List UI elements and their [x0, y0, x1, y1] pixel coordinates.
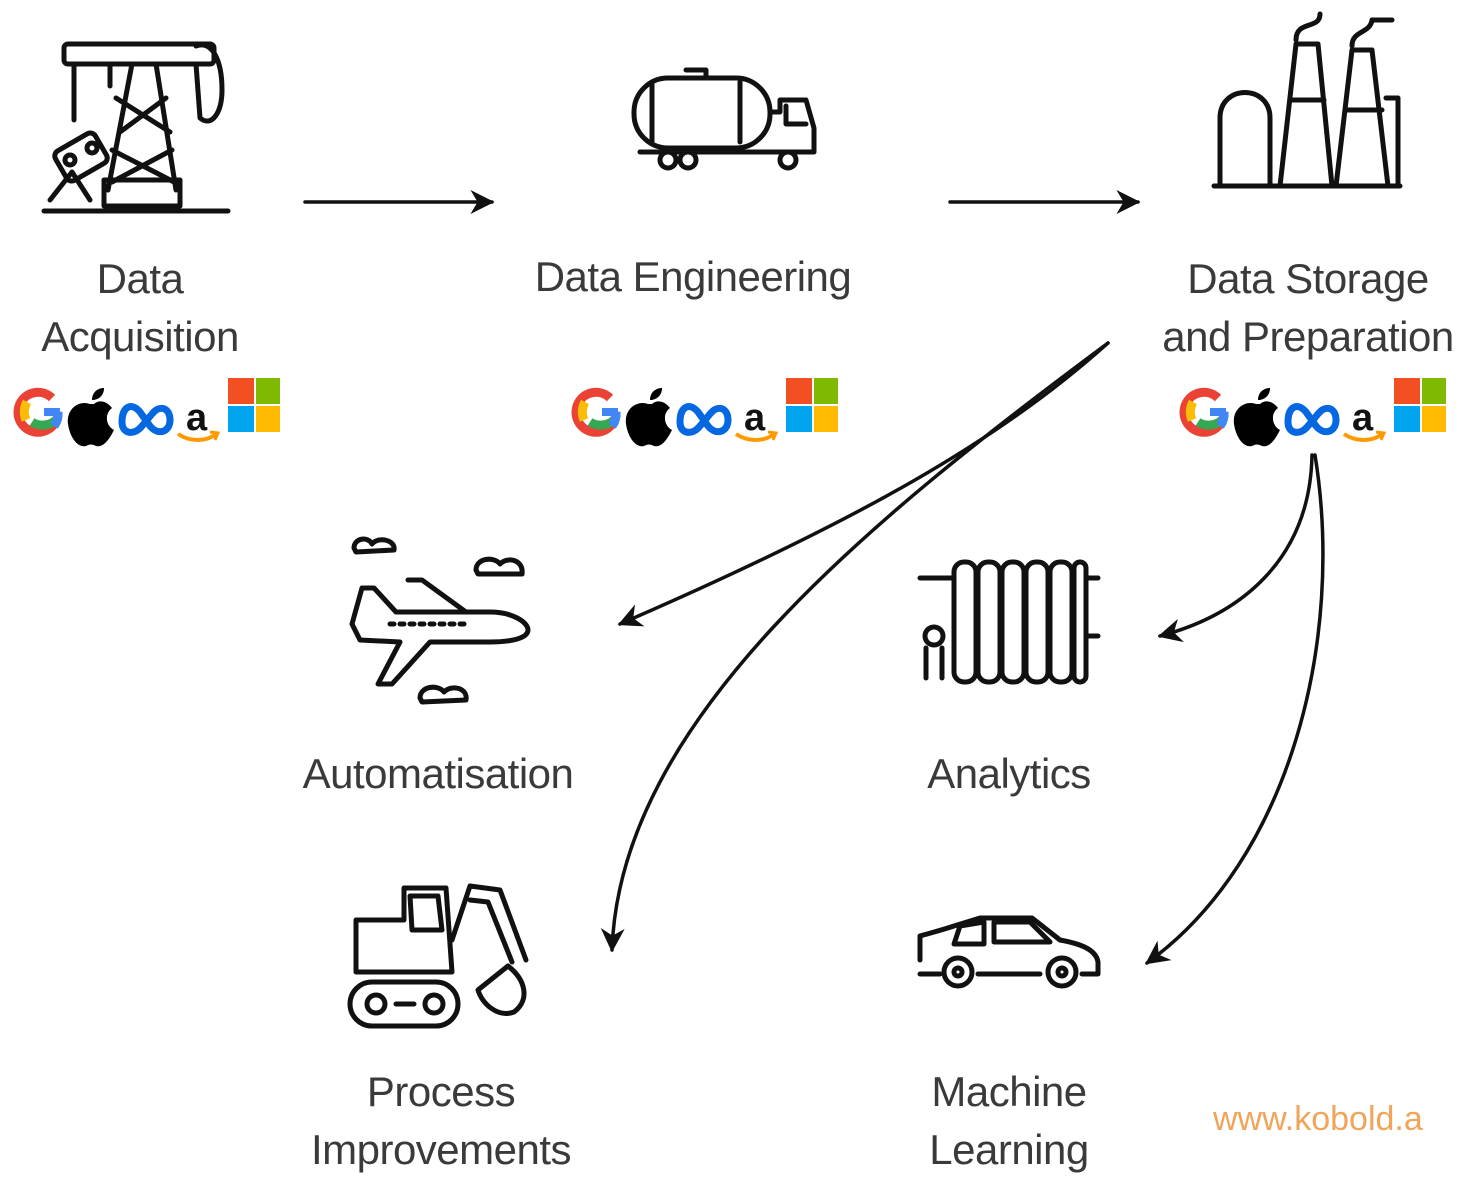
node-label-line: Data [96, 255, 184, 302]
node-label-line: Process [366, 1068, 516, 1115]
brand-logos-engineering: a [568, 372, 838, 452]
radiator-icon [917, 559, 1101, 685]
apple-logo [1233, 388, 1280, 447]
airplane-icon [349, 536, 531, 705]
brand-logos-storage: a [1176, 372, 1446, 452]
node-label-data-acquisition: Data Acquisition [30, 250, 250, 366]
node-label-line: Learning [929, 1126, 1089, 1173]
amazon-logo: a [176, 397, 221, 442]
node-label-line: and Preparation [1162, 313, 1454, 360]
brand-logos-acquisition: a [10, 372, 280, 452]
google-logo [13, 387, 63, 437]
excavator-icon [347, 883, 529, 1029]
node-label-line: Data Storage [1187, 255, 1429, 302]
arrow-storage-to-ml [1145, 453, 1325, 965]
node-label-line: Acquisition [41, 313, 239, 360]
google-logo [1179, 387, 1229, 437]
arrow-storage-to-analytics [1157, 453, 1314, 643]
node-label-automatisation: Automatisation [278, 745, 598, 803]
car-icon [917, 915, 1101, 989]
refinery-icon [1211, 11, 1403, 189]
apple-logo [67, 388, 114, 447]
svg-text:a: a [186, 397, 208, 439]
node-label-line: Data Engineering [534, 253, 852, 300]
microsoft-logo [228, 378, 280, 432]
svg-text:a: a [1352, 397, 1374, 439]
google-logo [571, 387, 621, 437]
meta-logo [676, 403, 732, 436]
node-label-data-storage: Data Storage and Preparation [1138, 250, 1478, 366]
arrow-storage-to-automatisation [617, 341, 1110, 627]
node-label-line: Machine [931, 1068, 1087, 1115]
tanker-truck-icon [631, 67, 817, 171]
arrow-storage-to-process [600, 341, 1110, 953]
node-label-line: Automatisation [302, 750, 574, 797]
node-label-analytics: Analytics [904, 745, 1114, 803]
meta-logo [1284, 403, 1340, 436]
node-label-line: Improvements [310, 1126, 572, 1173]
node-label-data-engineering: Data Engineering [510, 248, 876, 306]
node-label-line: Analytics [927, 750, 1091, 797]
amazon-logo: a [734, 397, 779, 442]
node-label-machine-learning: Machine Learning [904, 1063, 1114, 1179]
meta-logo [118, 403, 174, 436]
amazon-logo: a [1342, 397, 1387, 442]
microsoft-logo [786, 378, 838, 432]
svg-text:a: a [744, 397, 766, 439]
node-label-process-improvements: Process Improvements [288, 1063, 594, 1179]
watermark-url: www.kobold.a [1213, 1100, 1423, 1138]
apple-logo [625, 388, 672, 447]
microsoft-logo [1394, 378, 1446, 432]
oil-pump-icon [41, 41, 231, 214]
